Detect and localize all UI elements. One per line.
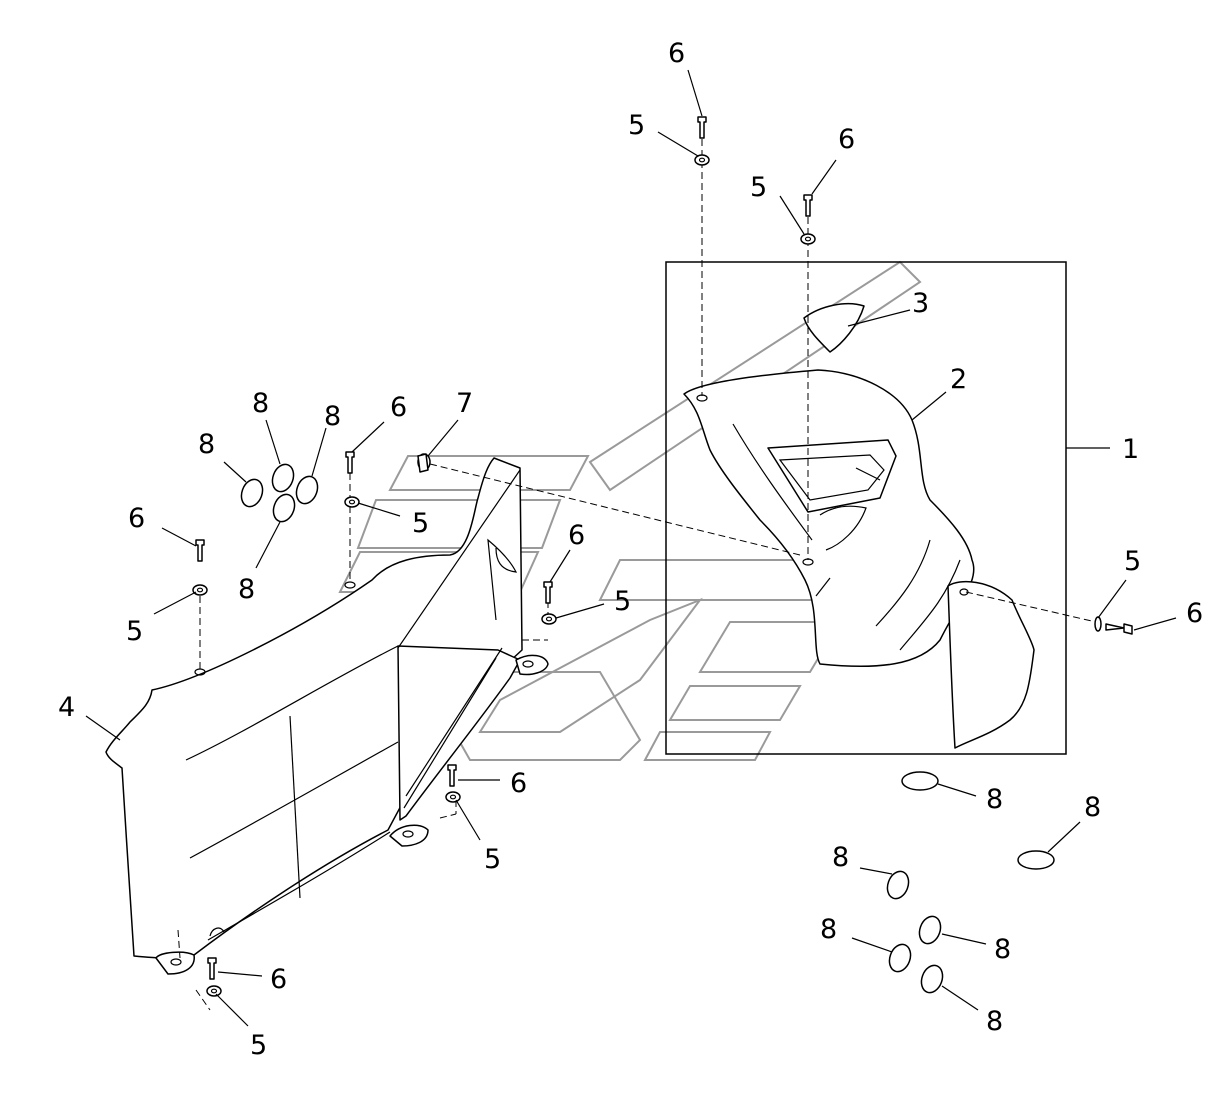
callout-4: 4 <box>58 692 75 723</box>
callout-6: 6 <box>128 503 145 534</box>
callout-3: 3 <box>912 288 929 319</box>
callout-6: 6 <box>510 768 527 799</box>
leader-lines <box>85 69 1177 1027</box>
callout-1: 1 <box>1122 434 1139 465</box>
assembly-1-box <box>665 261 1067 755</box>
part-8-grommets <box>240 463 1055 994</box>
callout-8: 8 <box>994 934 1011 965</box>
callout-8: 8 <box>238 574 255 605</box>
callout-5: 5 <box>250 1030 267 1061</box>
callout-5: 5 <box>750 172 767 203</box>
callout-5: 5 <box>628 110 645 141</box>
callout-5: 5 <box>484 844 501 875</box>
callout-8: 8 <box>820 914 837 945</box>
callout-7: 7 <box>456 388 473 419</box>
callout-8: 8 <box>198 429 215 460</box>
part-4-side-panel <box>105 457 549 975</box>
fasteners <box>192 116 1133 997</box>
callout-6: 6 <box>270 964 287 995</box>
part-2-dash-cowl <box>683 369 1035 749</box>
callout-6: 6 <box>838 124 855 155</box>
callout-8: 8 <box>1084 792 1101 823</box>
callout-labels: 1 2 3 4 6 5 6 5 6 5 8 8 8 8 6 7 5 6 5 6 … <box>58 38 1203 1061</box>
callout-6: 6 <box>568 520 585 551</box>
callout-8: 8 <box>986 784 1003 815</box>
callout-8: 8 <box>324 401 341 432</box>
callout-6: 6 <box>1186 598 1203 629</box>
watermark-logo <box>338 260 922 761</box>
assembly-lines <box>177 128 1097 1011</box>
callout-6: 6 <box>668 38 685 69</box>
callout-2: 2 <box>950 364 967 395</box>
callout-6: 6 <box>390 392 407 423</box>
callout-5: 5 <box>1124 546 1141 577</box>
callout-5: 5 <box>614 586 631 617</box>
callout-8: 8 <box>832 842 849 873</box>
part-3-panel <box>803 302 865 353</box>
callout-5: 5 <box>412 508 429 539</box>
callout-8: 8 <box>252 388 269 419</box>
callout-5: 5 <box>126 616 143 647</box>
callout-8: 8 <box>986 1006 1003 1037</box>
